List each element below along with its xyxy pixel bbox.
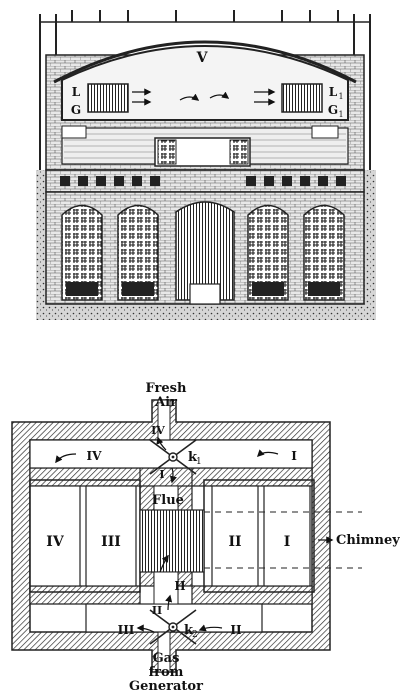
arrow-label-top-right: I bbox=[291, 449, 297, 463]
pot-right bbox=[311, 125, 339, 139]
arrow-label-valve-top-up: IV bbox=[151, 424, 165, 437]
fresh-air-label-line1: Fresh bbox=[146, 381, 187, 396]
vault-label: V bbox=[196, 50, 209, 66]
crucible-panel-left bbox=[157, 139, 177, 165]
chamber-iv bbox=[29, 485, 81, 587]
gas-label-line3: Generator bbox=[129, 679, 203, 694]
flow-arrows bbox=[55, 436, 279, 633]
valve-k1-sub: 1 bbox=[196, 457, 202, 467]
valve-k1-label: k bbox=[188, 450, 198, 465]
furnace-section-view: V L G L 1 G 1 bbox=[36, 10, 376, 320]
chamber-i bbox=[263, 485, 311, 587]
buckstay-posts bbox=[39, 10, 371, 170]
port-label-right-bottom-sub: 1 bbox=[338, 110, 343, 119]
arrow-label-top-left: IV bbox=[87, 449, 103, 463]
chamber-iii-label: III bbox=[101, 534, 121, 550]
gas-label-line2: from bbox=[149, 665, 184, 680]
arrow-label-valve-bottom-up: II bbox=[152, 604, 162, 617]
arrow-label-bottom-right: II bbox=[230, 623, 242, 637]
gas-label-line1: Gas bbox=[153, 651, 180, 666]
pot-left bbox=[61, 125, 87, 139]
fresh-air-label-line2: Air bbox=[154, 395, 177, 410]
port-label-right-top-sub: 1 bbox=[338, 92, 343, 101]
valve-k1 bbox=[149, 439, 197, 475]
port-label-left-top: L bbox=[72, 85, 81, 99]
valve-k2-sub: 2 bbox=[192, 630, 198, 640]
chamber-iv-label: IV bbox=[46, 534, 65, 550]
flame-arrows bbox=[132, 88, 276, 106]
chimney-label: Chimney bbox=[336, 533, 400, 548]
crucible-panel-right bbox=[229, 139, 249, 165]
central-grate bbox=[139, 509, 205, 573]
floor-band bbox=[45, 169, 365, 193]
port-label-left-bottom: G bbox=[71, 103, 81, 117]
chamber-iii bbox=[85, 485, 137, 587]
valve-k2 bbox=[149, 609, 197, 645]
chamber-i-label: I bbox=[284, 534, 291, 550]
port-left bbox=[87, 83, 129, 113]
flue-label: Flue bbox=[152, 493, 184, 508]
arrow-label-bottom-left: III bbox=[118, 623, 135, 637]
central-passage bbox=[175, 201, 235, 301]
port-right bbox=[281, 83, 323, 113]
chimney-dashed-lines bbox=[204, 511, 362, 569]
arrow-label-valve-top-down: I bbox=[159, 468, 164, 481]
furnace-plan-diagram: Fresh Air Gas from Generator Flue Chimne… bbox=[11, 381, 400, 694]
port-label-right-bottom: G bbox=[328, 103, 338, 117]
valve-k2-label: k bbox=[184, 623, 194, 638]
floor-openings bbox=[60, 176, 346, 186]
arrow-label-center-up: II bbox=[174, 579, 186, 593]
port-label-right-top: L bbox=[329, 85, 338, 99]
regenerator-chambers bbox=[45, 191, 365, 305]
arch-crown bbox=[53, 40, 357, 84]
chamber-ii-label: II bbox=[228, 534, 241, 550]
chamber-ii bbox=[211, 485, 259, 587]
